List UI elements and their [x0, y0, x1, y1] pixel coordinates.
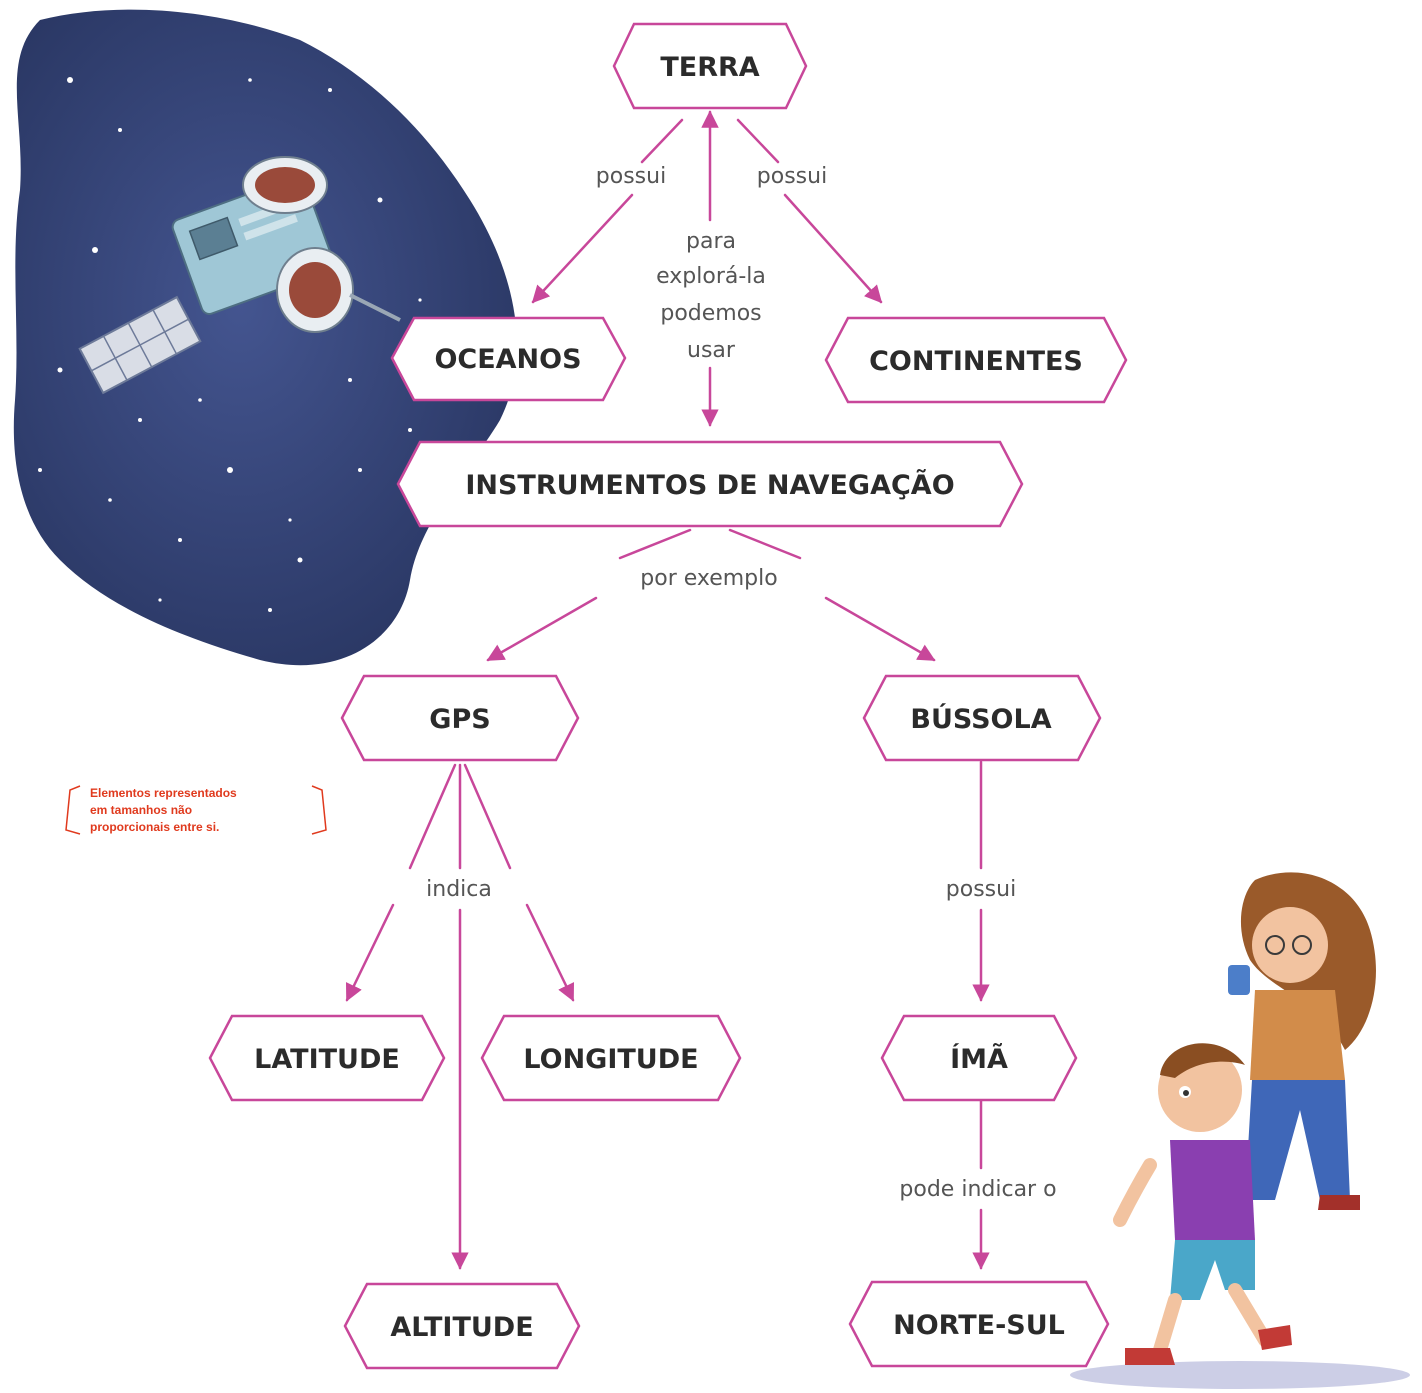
- link-label-para-1: para: [686, 229, 736, 254]
- node-ima: ÍMÃ: [880, 1014, 1078, 1102]
- node-continentes: CONTINENTES: [824, 316, 1128, 404]
- node-longitude: LONGITUDE: [480, 1014, 742, 1102]
- node-gps: GPS: [340, 674, 580, 762]
- link-label-para-4: usar: [687, 338, 736, 363]
- node-instrumentos: INSTRUMENTOS DE NAVEGAÇÃO: [396, 440, 1024, 528]
- node-instrumentos-label: INSTRUMENTOS DE NAVEGAÇÃO: [465, 469, 954, 501]
- node-latitude: LATITUDE: [208, 1014, 446, 1102]
- node-bussola: BÚSSOLA: [862, 674, 1102, 762]
- node-bussola-label: BÚSSOLA: [910, 703, 1051, 735]
- node-norte-sul-label: NORTE-SUL: [893, 1310, 1065, 1341]
- children-illustration: [1070, 872, 1410, 1389]
- link-label-pode-indicar: pode indicar o: [899, 1177, 1056, 1202]
- node-ima-label: ÍMÃ: [950, 1043, 1008, 1075]
- node-longitude-label: LONGITUDE: [523, 1044, 698, 1075]
- link-label-para-3: podemos: [660, 301, 761, 326]
- scale-note: Elementos representados em tamanhos não …: [65, 785, 327, 835]
- satellite-illustration: [13, 9, 517, 666]
- node-altitude: ALTITUDE: [343, 1282, 581, 1370]
- scale-note-line3: proporcionais entre si.: [90, 820, 219, 834]
- link-label-possui-left: possui: [596, 164, 666, 189]
- node-gps-label: GPS: [429, 704, 490, 735]
- node-continentes-label: CONTINENTES: [869, 346, 1083, 377]
- link-label-possui-bussola: possui: [946, 877, 1016, 902]
- node-norte-sul: NORTE-SUL: [848, 1280, 1110, 1368]
- link-label-possui-right: possui: [757, 164, 827, 189]
- node-terra-label: TERRA: [660, 52, 759, 83]
- node-oceanos: OCEANOS: [390, 316, 627, 402]
- link-label-por-exemplo: por exemplo: [640, 566, 777, 591]
- connectors: [345, 110, 990, 1270]
- node-terra: TERRA: [612, 22, 808, 110]
- scale-note-line2: em tamanhos não: [90, 803, 192, 817]
- node-latitude-label: LATITUDE: [254, 1044, 400, 1075]
- node-oceanos-label: OCEANOS: [434, 344, 581, 375]
- node-altitude-label: ALTITUDE: [390, 1312, 533, 1343]
- link-label-indica: indica: [426, 877, 492, 902]
- scale-note-line1: Elementos representados: [90, 786, 237, 800]
- link-label-para-2: explorá-la: [656, 264, 766, 289]
